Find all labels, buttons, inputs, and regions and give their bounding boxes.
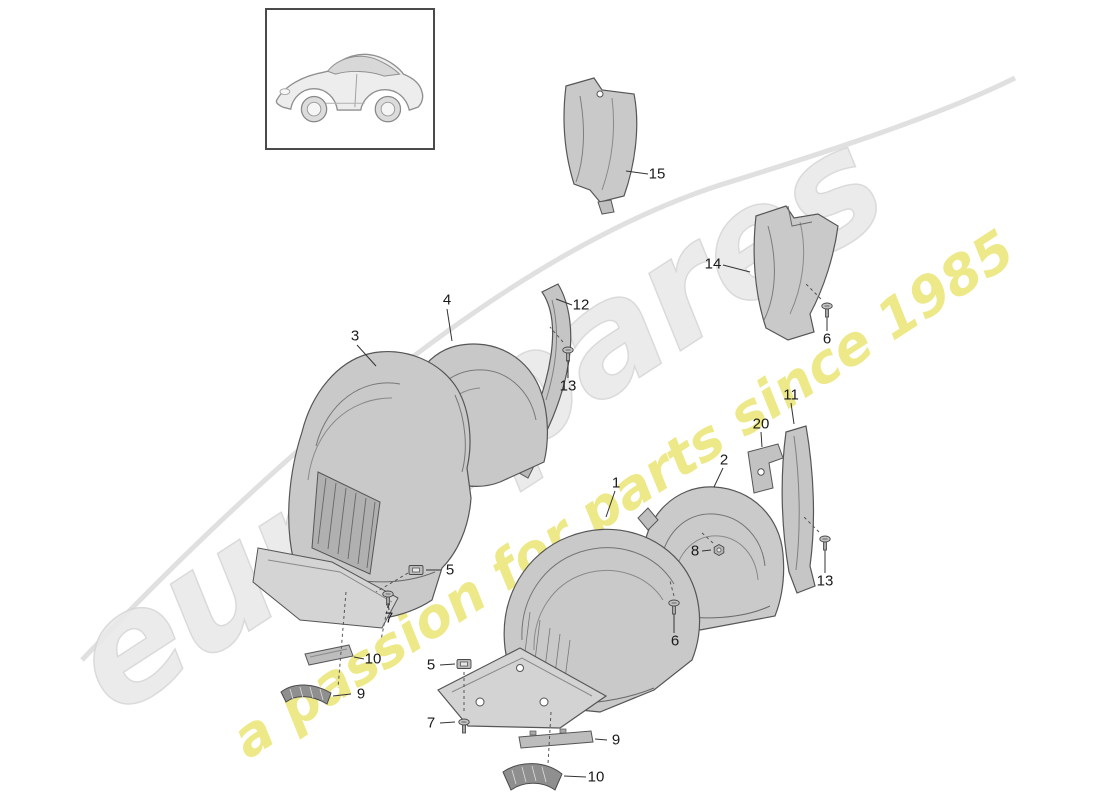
car-side-view-icon [275,53,424,123]
callout-9-left[interactable]: 9 [356,685,366,703]
screw-icon-6-top[interactable] [821,302,833,318]
clip-icon-5-center[interactable] [456,659,472,669]
nut-icon-8[interactable] [713,544,725,556]
callout-14[interactable]: 14 [704,255,722,273]
assembly-axis-lines [337,282,822,765]
callout-6-top[interactable]: 6 [822,330,832,348]
callout-2[interactable]: 2 [719,451,729,469]
part-20-shape[interactable] [747,443,784,494]
leader-lines [332,170,828,778]
screw-icon-13-right[interactable] [819,535,831,551]
callout-5-center[interactable]: 5 [426,656,436,674]
callout-6-center[interactable]: 6 [670,632,680,650]
callout-8[interactable]: 8 [690,542,700,560]
callout-4[interactable]: 4 [442,291,452,309]
part-10-bottom-shape[interactable] [502,763,563,791]
callout-10-bottom[interactable]: 10 [587,768,605,786]
callout-10-left[interactable]: 10 [364,650,382,668]
callout-13-right[interactable]: 13 [816,572,834,590]
callout-13-mid[interactable]: 13 [559,377,577,395]
callout-20[interactable]: 20 [752,415,770,433]
callout-15[interactable]: 15 [648,165,666,183]
part-14-shape[interactable] [753,205,839,341]
callout-3[interactable]: 3 [350,327,360,345]
part-15-shape[interactable] [563,77,638,215]
part-10-left-shape[interactable] [304,644,354,666]
part-9-left-shape[interactable] [280,684,332,705]
part-3-shape[interactable] [252,350,472,629]
callout-11[interactable]: 11 [783,386,799,404]
callout-5-left[interactable]: 5 [445,561,455,579]
callout-12[interactable]: 12 [572,296,590,314]
part-11-shape[interactable] [781,425,816,594]
callout-9-bottom[interactable]: 9 [611,731,621,749]
clip-icon-5-left[interactable] [408,565,424,575]
watermark-swoosh [80,75,1017,662]
callout-7-left[interactable]: 7 [384,609,394,627]
callout-7-center[interactable]: 7 [426,714,436,732]
vehicle-thumbnail [265,8,435,150]
part-9-bottom-shape[interactable] [518,728,594,749]
callout-1[interactable]: 1 [611,474,621,492]
